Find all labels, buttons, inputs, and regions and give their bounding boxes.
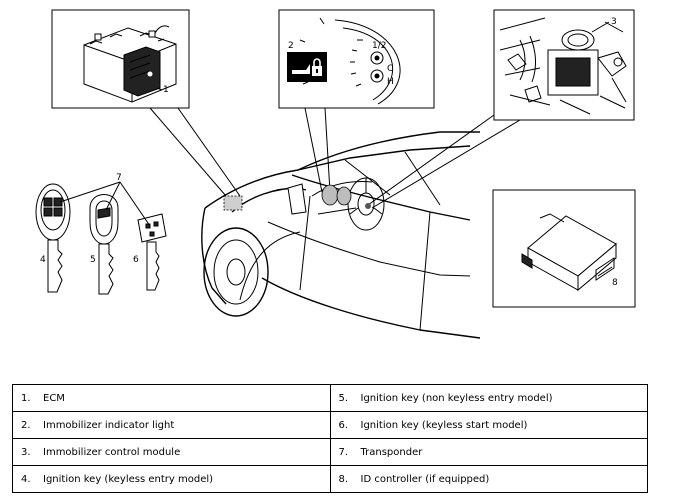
- legend-label: Immobilizer indicator light: [43, 419, 175, 431]
- legend-cell: 5. Ignition key (non keyless entry model): [329, 384, 648, 412]
- legend-table: 1. ECM 5. Ignition key (non keyless entry …: [12, 384, 648, 493]
- legend-label: Ignition key (keyless entry model): [43, 473, 214, 485]
- legend-number: 3.: [21, 446, 31, 458]
- legend-number: 4.: [21, 473, 31, 485]
- legend-cell: 4. Ignition key (keyless entry model): [12, 465, 331, 493]
- callout-7: 7: [116, 173, 122, 183]
- legend-number: 1.: [21, 392, 31, 404]
- legend-label: Immobilizer control module: [43, 446, 181, 458]
- legend-cell: 7. Transponder: [329, 438, 648, 466]
- car-drawing: [201, 131, 481, 339]
- legend-number: 6.: [338, 419, 349, 431]
- legend-number: 2.: [21, 419, 31, 431]
- ecm-location-marker: [223, 195, 243, 211]
- meter-gauge-drawing: 1/2 C H: [298, 17, 401, 105]
- legend-label: ECM: [43, 392, 65, 404]
- callout-5: 5: [90, 255, 96, 265]
- leader-lines: [149, 107, 521, 209]
- legend-label: ID controller (if equipped): [360, 473, 490, 485]
- legend-number: 8.: [338, 473, 349, 485]
- callout-1: 1: [163, 85, 169, 95]
- key-keyless-start: [137, 213, 167, 291]
- legend-cell: 3. Immobilizer control module: [12, 438, 331, 466]
- callout-8: 8: [612, 278, 618, 288]
- legend-row: 2. Immobilizer indicator light 6. Ignition…: [12, 411, 648, 439]
- inset-meter: 1/2 C H 2: [278, 9, 435, 109]
- legend-row: 3. Immobilizer control module 7. Transpond…: [12, 438, 648, 466]
- svg-text:C: C: [387, 64, 393, 74]
- key-keyless-entry: [35, 183, 71, 293]
- legend-number: 5.: [338, 392, 349, 404]
- legend-cell: 8. ID controller (if equipped): [329, 465, 648, 493]
- legend-cell: 6. Ignition key (keyless start model): [329, 411, 648, 439]
- legend-label: Transponder: [360, 446, 423, 458]
- legend-cell: 1. ECM: [12, 384, 331, 412]
- inset-control-module: 3: [493, 9, 635, 121]
- callout-4: 4: [40, 255, 46, 265]
- legend-cell: 2. Immobilizer indicator light: [12, 411, 331, 439]
- callout-3: 3: [611, 17, 617, 27]
- legend-label: Ignition key (keyless start model): [360, 419, 528, 431]
- key-non-keyless: [89, 194, 119, 295]
- immobilizer-indicator-icon: [287, 52, 327, 82]
- callout-2: 2: [288, 41, 294, 51]
- legend-number: 7.: [338, 446, 349, 458]
- inset-id-controller: 8: [492, 189, 636, 308]
- ecm-battery-drawing: [83, 25, 177, 103]
- immobilizer-diagram: 1 1/2 C H 2: [35, 9, 636, 339]
- id-controller-drawing: [521, 213, 617, 292]
- transponder-leaders: [59, 181, 151, 227]
- legend-label: Ignition key (non keyless entry model): [360, 392, 553, 404]
- callout-6: 6: [133, 255, 139, 265]
- legend-row: 4. Ignition key (keyless entry model) 8. I…: [12, 465, 648, 493]
- legend-row: 1. ECM 5. Ignition key (non keyless entry …: [12, 384, 648, 412]
- inset-ecm: 1: [51, 9, 190, 109]
- control-module-drawing: [499, 17, 627, 115]
- svg-text:1/2: 1/2: [372, 41, 386, 51]
- svg-text:H: H: [387, 77, 394, 87]
